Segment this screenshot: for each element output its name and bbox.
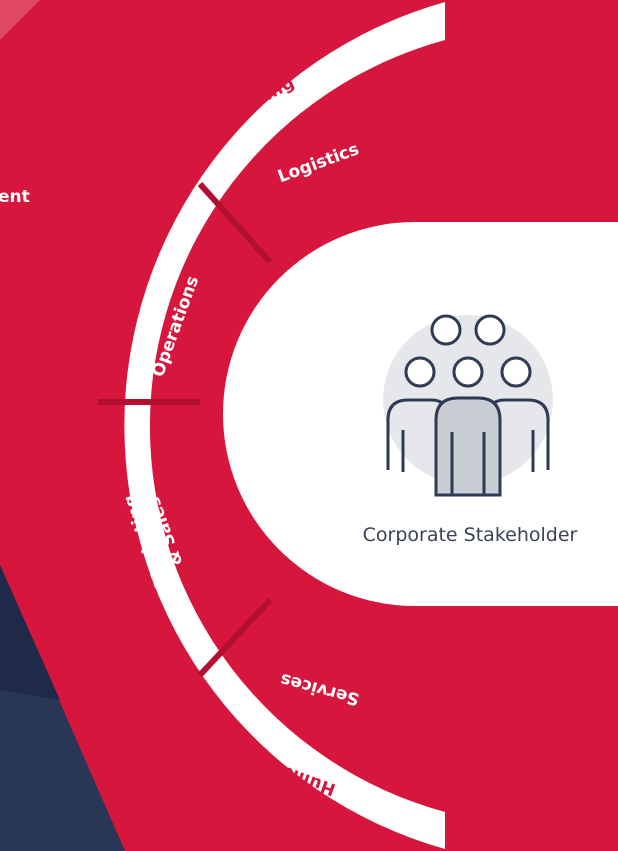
outer-partial-label: ent — [0, 187, 30, 207]
navy-corner-shade — [0, 565, 60, 700]
people-group-icon — [383, 314, 553, 497]
divider-top — [197, 181, 273, 265]
divider-bottom — [197, 597, 273, 678]
corner-wedge — [0, 0, 40, 40]
ring-label-technology: Technology — [53, 382, 73, 495]
outer-white-ring — [124, 2, 445, 851]
center-caption: Corporate Stakeholder — [363, 524, 578, 546]
